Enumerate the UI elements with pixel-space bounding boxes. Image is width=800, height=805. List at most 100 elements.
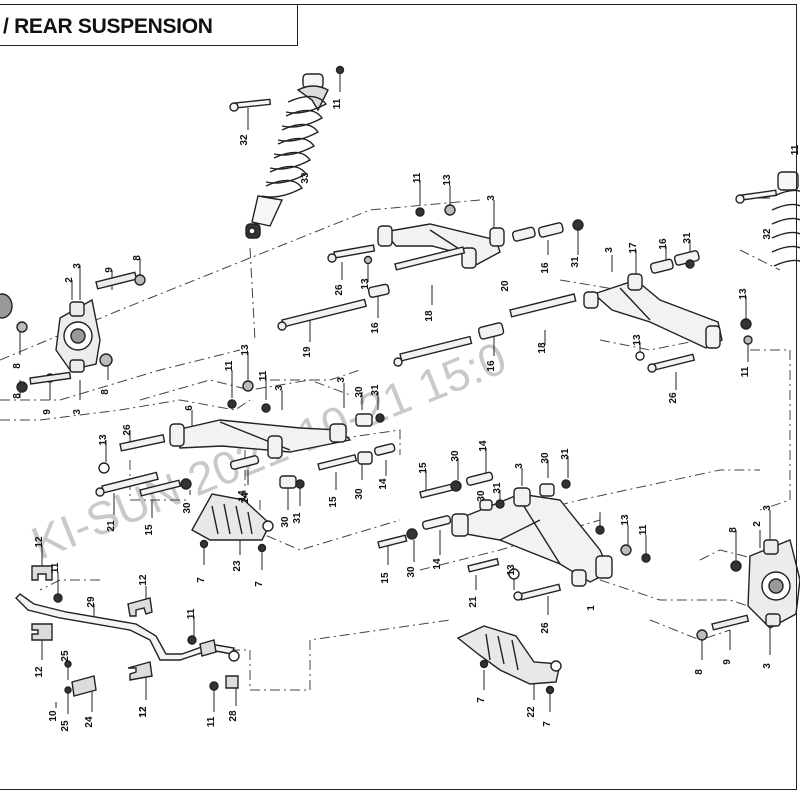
callout-label-25: 25 bbox=[60, 720, 71, 732]
callout-label-33: 33 bbox=[300, 172, 311, 184]
callout-label-10: 10 bbox=[48, 710, 59, 722]
callout-label-12: 12 bbox=[138, 706, 149, 718]
callout-label-26: 26 bbox=[122, 424, 133, 436]
callout-label-13: 13 bbox=[98, 434, 109, 446]
callout-label-1: 1 bbox=[586, 605, 597, 611]
callout-label-26: 26 bbox=[540, 622, 551, 634]
callout-label-11: 11 bbox=[740, 366, 751, 377]
callout-label-9: 9 bbox=[104, 267, 115, 273]
callout-label-15: 15 bbox=[380, 572, 391, 584]
callout-label-18: 18 bbox=[537, 342, 548, 354]
callout-label-11: 11 bbox=[206, 716, 217, 727]
upper-a-arm-right bbox=[583, 250, 753, 373]
lower-a-arm-left bbox=[95, 380, 396, 497]
rear-knuckle-left bbox=[0, 271, 146, 393]
leader-lines bbox=[19, 72, 771, 714]
callout-label-11: 11 bbox=[50, 562, 61, 573]
skid-plate-right bbox=[456, 625, 562, 695]
callout-label-26: 26 bbox=[668, 392, 679, 404]
callout-label-3: 3 bbox=[762, 505, 773, 511]
callout-label-13: 13 bbox=[738, 288, 749, 300]
callout-label-8: 8 bbox=[728, 527, 739, 533]
callout-label-11: 11 bbox=[412, 172, 423, 183]
callout-label-11: 11 bbox=[224, 360, 235, 371]
callout-label-8: 8 bbox=[100, 389, 111, 395]
callout-label-30: 30 bbox=[280, 516, 291, 528]
title-box: / REAR SUSPENSION bbox=[0, 4, 298, 46]
callout-label-7: 7 bbox=[542, 721, 553, 727]
callout-label-30: 30 bbox=[354, 386, 365, 398]
callout-label-21: 21 bbox=[106, 520, 117, 532]
skid-plate-left bbox=[191, 493, 274, 553]
callout-label-16: 16 bbox=[370, 322, 381, 334]
callout-label-12: 12 bbox=[138, 574, 149, 586]
callout-label-14: 14 bbox=[432, 558, 443, 570]
callout-label-21: 21 bbox=[468, 596, 479, 608]
callout-label-6: 6 bbox=[184, 405, 195, 411]
callout-label-31: 31 bbox=[292, 512, 303, 524]
callout-label-32: 32 bbox=[239, 134, 250, 146]
callout-label-12: 12 bbox=[34, 536, 45, 548]
callout-label-31: 31 bbox=[492, 482, 503, 494]
rear-shock-absorber-right bbox=[735, 171, 800, 267]
callout-label-12: 12 bbox=[34, 666, 45, 678]
callout-label-3: 3 bbox=[604, 247, 615, 253]
callout-label-30: 30 bbox=[476, 490, 487, 502]
callout-label-2: 2 bbox=[752, 521, 763, 527]
callout-label-8: 8 bbox=[132, 255, 143, 261]
page-title: / REAR SUSPENSION bbox=[3, 15, 213, 38]
callout-label-30: 30 bbox=[540, 452, 551, 464]
callout-label-14: 14 bbox=[237, 490, 248, 502]
callout-label-31: 31 bbox=[370, 384, 381, 396]
callout-label-13: 13 bbox=[360, 278, 371, 290]
callout-label-30: 30 bbox=[354, 488, 365, 500]
callout-label-17: 17 bbox=[628, 242, 639, 254]
callout-label-13: 13 bbox=[442, 174, 453, 186]
upper-a-arm-left bbox=[277, 204, 584, 367]
callout-label-13: 13 bbox=[632, 334, 643, 346]
callout-label-7: 7 bbox=[254, 581, 265, 587]
rear-shock-absorber-left bbox=[229, 65, 345, 239]
callout-label-19: 19 bbox=[302, 346, 313, 358]
callout-label-29: 29 bbox=[86, 596, 97, 608]
callout-label-9: 9 bbox=[722, 659, 733, 665]
callout-label-11: 11 bbox=[258, 370, 269, 381]
lower-a-arm-right bbox=[377, 471, 651, 601]
callout-label-8: 8 bbox=[694, 669, 705, 675]
callout-label-13: 13 bbox=[506, 564, 517, 576]
callout-label-20: 20 bbox=[500, 280, 511, 292]
callout-label-11: 11 bbox=[638, 524, 649, 535]
callout-label-3: 3 bbox=[274, 385, 285, 391]
callout-label-8: 8 bbox=[12, 393, 23, 399]
callout-label-26: 26 bbox=[334, 284, 345, 296]
callout-label-3: 3 bbox=[486, 195, 497, 201]
callout-label-23: 23 bbox=[232, 560, 243, 572]
callout-label-28: 28 bbox=[228, 710, 239, 722]
assembly-guide-lines bbox=[0, 199, 791, 691]
callout-label-16: 16 bbox=[658, 238, 669, 250]
callout-label-7: 7 bbox=[196, 577, 207, 583]
callout-label-15: 15 bbox=[418, 462, 429, 474]
callout-label-16: 16 bbox=[540, 262, 551, 274]
callout-label-11: 11 bbox=[332, 98, 343, 109]
callout-label-30: 30 bbox=[450, 450, 461, 462]
callout-label-30: 30 bbox=[182, 502, 193, 514]
callout-label-3: 3 bbox=[336, 377, 347, 383]
callout-label-24: 24 bbox=[84, 716, 95, 728]
callout-label-12: 12 bbox=[138, 706, 149, 718]
callout-label-14: 14 bbox=[478, 440, 489, 452]
callout-label-8: 8 bbox=[12, 363, 23, 369]
callout-label-30: 30 bbox=[406, 566, 417, 578]
callout-label-14: 14 bbox=[378, 478, 389, 490]
rear-knuckle-right bbox=[696, 539, 800, 641]
callout-label-25: 25 bbox=[60, 650, 71, 662]
callout-label-22: 22 bbox=[526, 706, 537, 718]
callout-label-31: 31 bbox=[560, 448, 571, 460]
callout-label-15: 15 bbox=[328, 496, 339, 508]
callout-label-15: 15 bbox=[144, 524, 155, 536]
stabilizer-bar bbox=[15, 565, 240, 697]
callout-label-16: 16 bbox=[486, 360, 497, 372]
callout-label-31: 31 bbox=[682, 232, 693, 244]
